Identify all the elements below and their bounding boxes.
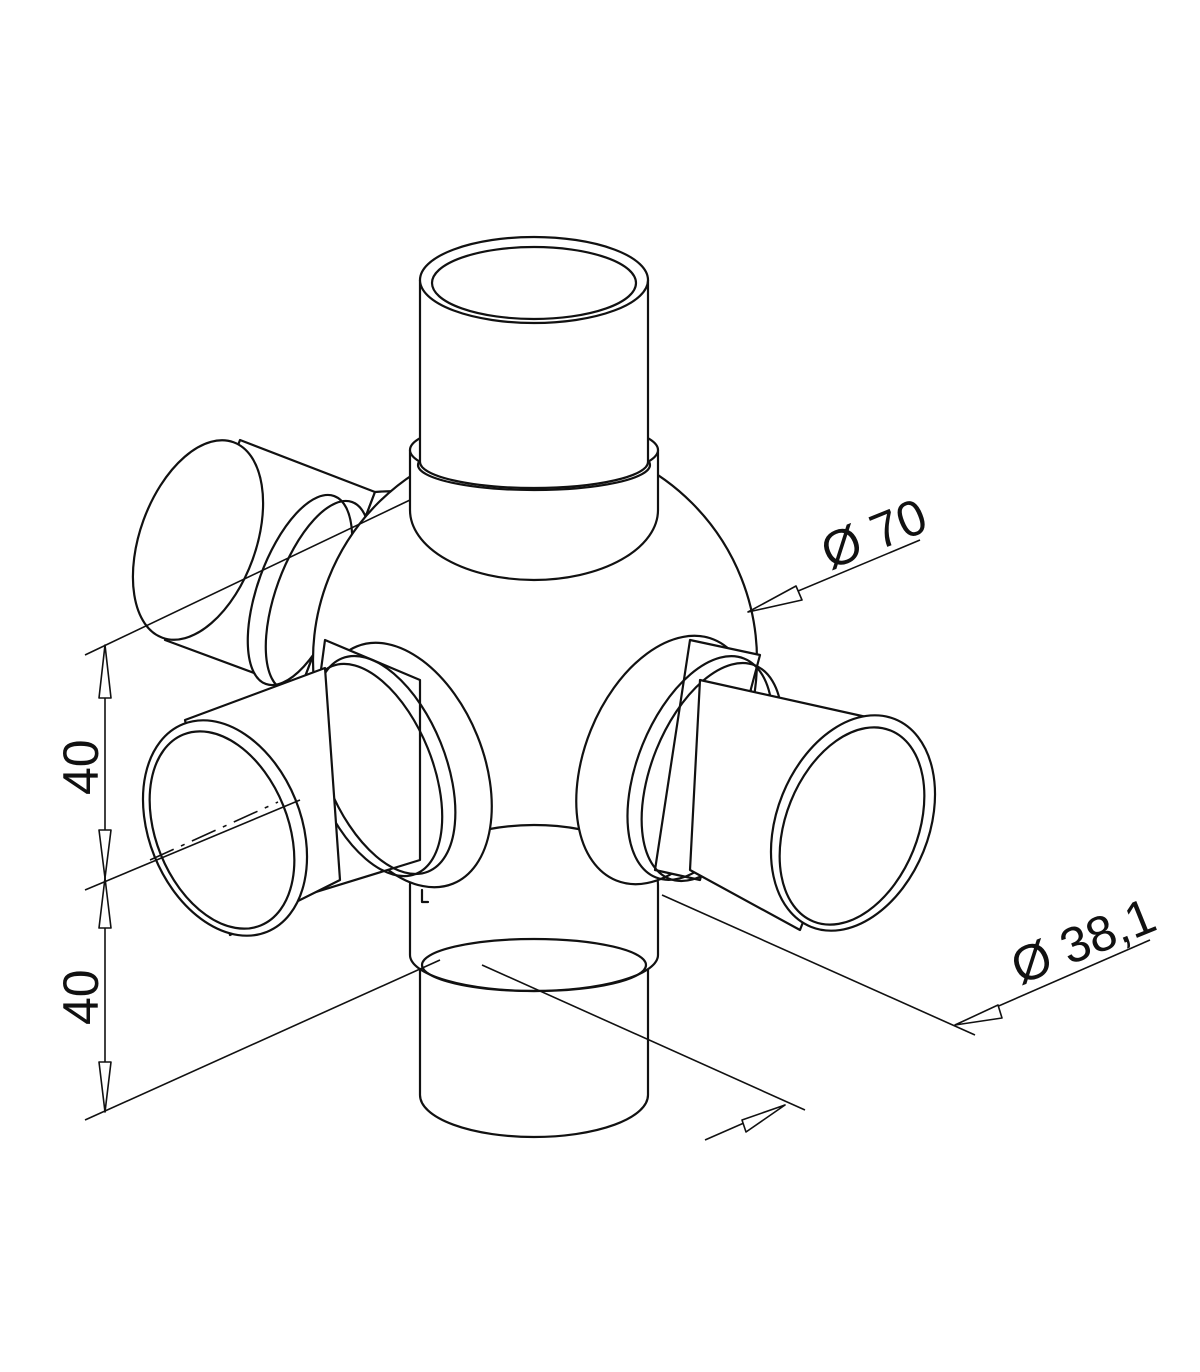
lower-length-label: 40 — [53, 969, 109, 1025]
top-spigot — [408, 235, 660, 582]
dimension-ball-diameter: Ø 70 — [747, 488, 935, 613]
left-spigot — [141, 638, 493, 937]
dimension-lengths: 40 40 — [53, 499, 441, 1121]
tube-diameter-label: Ø 38,1 — [1003, 887, 1163, 995]
right-spigot — [575, 634, 937, 932]
upper-length-label: 40 — [53, 739, 109, 795]
ball-diameter-label: Ø 70 — [813, 488, 934, 581]
